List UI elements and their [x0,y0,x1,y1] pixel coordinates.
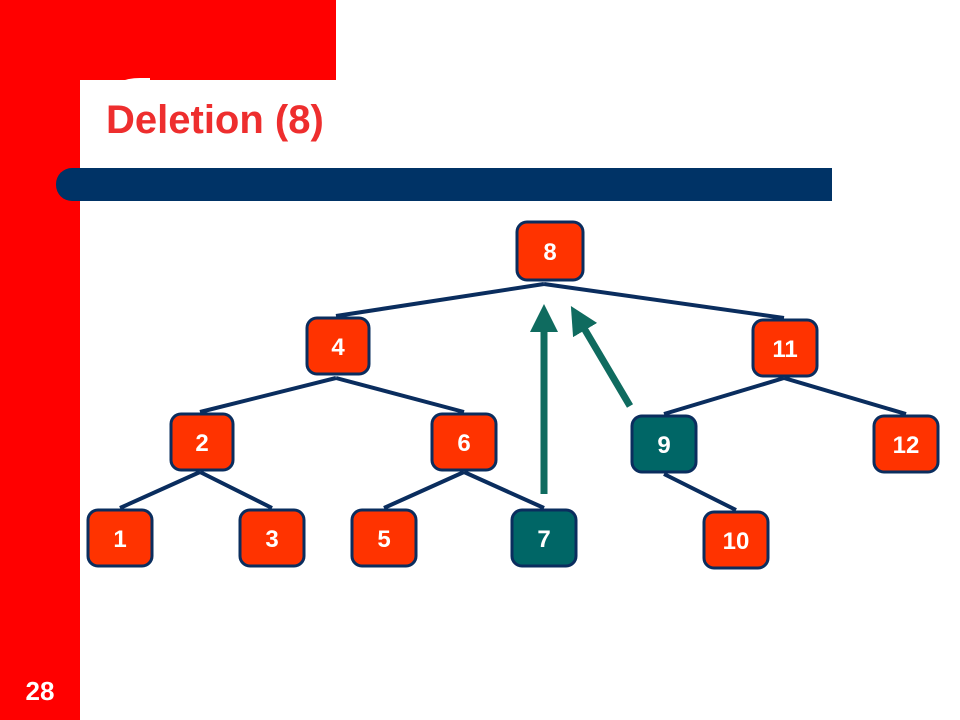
left-red-frame [0,0,80,720]
edge-2-3 [199,470,273,510]
edge-8-4 [335,282,545,318]
tree-node: 4 [305,316,371,376]
slide-number: 28 [25,676,55,706]
node-label: 12 [893,432,920,459]
edge-11-9 [663,376,785,416]
tree-node: 3 [238,508,306,568]
edge-8-11 [543,282,785,320]
node-label: 2 [195,430,208,457]
edge-2-1 [119,470,201,510]
node-label: 3 [265,526,278,553]
top-red-frame [80,0,336,80]
node-label: 11 [772,336,797,363]
tree-node: 12 [872,414,940,474]
tree-node: 10 [702,510,770,570]
node-label: 6 [457,430,470,457]
tree-node: 5 [350,508,418,568]
tree-node: 11 [751,318,819,378]
tree-nodes: 8 4 11 2 6 9 12 1 [86,220,940,570]
arrow-9-to-8 [570,305,634,408]
edge-4-6 [335,376,465,414]
replacement-arrows [530,304,634,494]
edge-4-2 [199,376,337,414]
edge-6-7 [463,470,545,510]
tree-node: 2 [169,412,235,472]
tree-node-highlighted: 7 [510,508,578,568]
tree-edges [119,282,907,512]
title-underline-bar [56,168,832,201]
tree-node: 1 [86,508,154,568]
edge-9-10 [663,472,737,512]
edge-6-5 [383,470,465,510]
tree-node-highlighted: 9 [630,414,698,474]
tree-node: 8 [515,220,585,282]
node-label: 1 [113,526,126,553]
node-label: 8 [543,239,556,266]
node-label: 4 [331,334,345,361]
node-label: 10 [723,528,750,555]
edge-11-12 [783,376,907,416]
tree-node: 6 [430,412,498,472]
node-label: 5 [377,526,390,553]
node-label: 9 [657,432,670,459]
slide-title: Deletion (8) [106,98,324,142]
node-label: 7 [537,526,550,553]
